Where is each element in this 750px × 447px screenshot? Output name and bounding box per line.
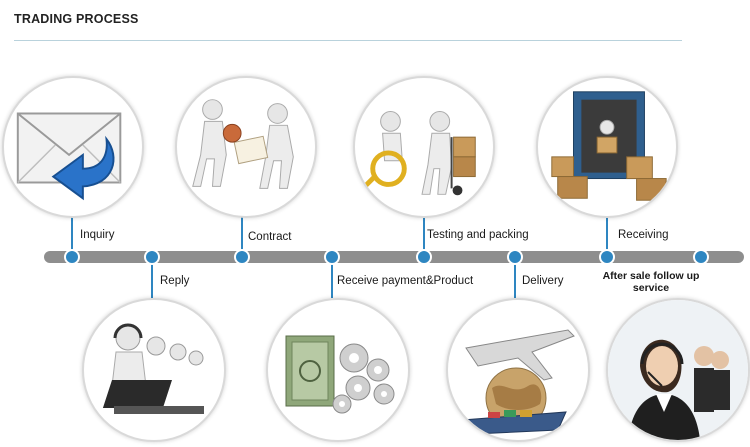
step-image-inquiry <box>2 76 144 218</box>
stem-inquiry <box>71 215 73 253</box>
stem-reply <box>151 262 153 298</box>
step-image-contract <box>175 76 317 218</box>
step-label-inquiry: Inquiry <box>80 229 115 241</box>
step-label-reply: Reply <box>160 275 190 287</box>
plane-ship-globe-icon <box>460 329 575 435</box>
step-label-testing: Testing and packing <box>427 229 529 241</box>
timeline-dot-testing <box>416 249 432 265</box>
step-image-testing <box>353 76 495 218</box>
handshake-figures-icon <box>192 99 294 189</box>
step-label-receiving: Receiving <box>618 229 669 241</box>
timeline-dot-payment <box>324 249 340 265</box>
step-label-payment: Receive payment&Product <box>337 275 474 287</box>
step-image-delivery <box>446 298 590 442</box>
step-image-reply <box>82 298 226 442</box>
headset-operators-icon <box>102 323 204 414</box>
timeline-dot-reply <box>144 249 160 265</box>
stem-contract <box>241 215 243 253</box>
container-boxes-icon <box>551 91 667 201</box>
page-title: TRADING PROCESS <box>14 12 139 26</box>
timeline-dot-receiving <box>599 249 615 265</box>
step-image-receiving <box>536 76 678 218</box>
timeline-dot-after-sale <box>693 249 709 265</box>
customer-service-agent-icon <box>608 300 748 440</box>
step-label-after-sale: After sale follow up service <box>602 270 700 294</box>
stem-payment <box>331 262 333 298</box>
inspection-packing-icon <box>363 111 476 196</box>
money-gears-icon <box>285 335 395 414</box>
timeline-dot-inquiry <box>64 249 80 265</box>
timeline-dot-contract <box>234 249 250 265</box>
stem-testing <box>423 218 425 253</box>
timeline-bar <box>44 251 744 263</box>
step-label-delivery: Delivery <box>522 275 564 287</box>
stem-delivery <box>514 262 516 298</box>
step-label-contract: Contract <box>248 231 292 243</box>
timeline-dot-delivery <box>507 249 523 265</box>
envelope-reply-icon <box>16 112 122 201</box>
step-image-payment <box>266 298 410 442</box>
step-image-after-sale <box>606 298 750 442</box>
stem-receiving <box>606 215 608 253</box>
title-divider <box>14 40 682 41</box>
